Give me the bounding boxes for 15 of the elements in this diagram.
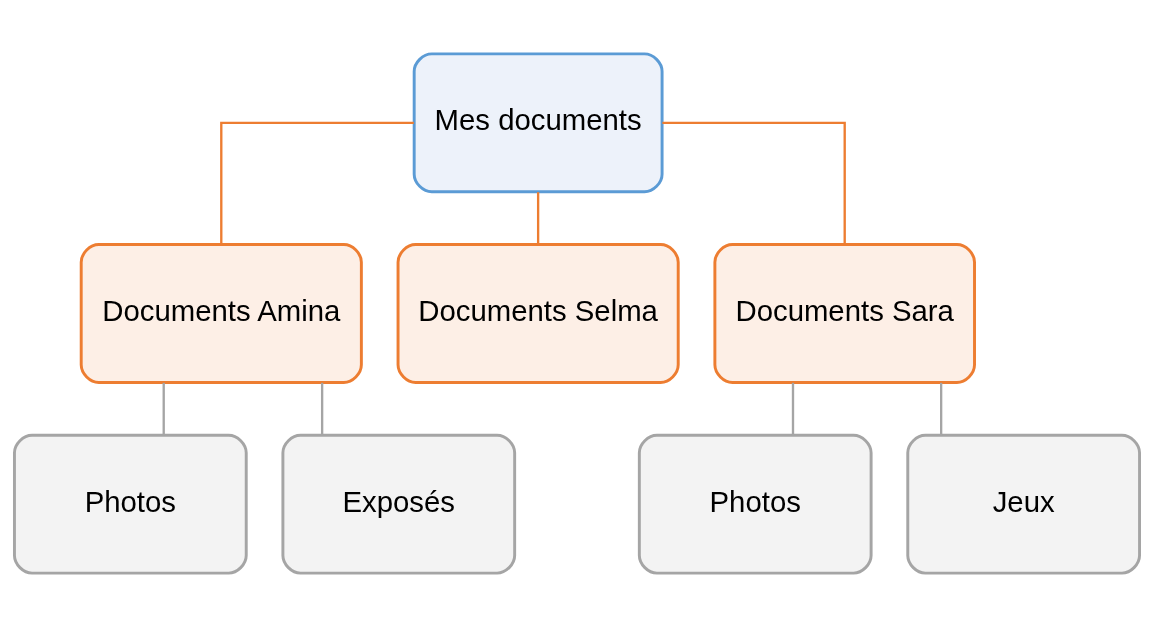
- node-box: Exposés: [281, 433, 517, 575]
- node-box: Jeux: [906, 433, 1141, 575]
- node-box: Photos: [13, 433, 248, 575]
- connector: [791, 382, 795, 436]
- connector: [220, 121, 414, 245]
- connector: [536, 192, 540, 245]
- node-box: Documents Sara: [713, 243, 976, 384]
- node-box: Documents Selma: [396, 243, 680, 384]
- connector: [939, 382, 943, 436]
- connector: [162, 382, 165, 436]
- node-box: Mes documents: [412, 52, 664, 194]
- node-box: Photos: [637, 433, 873, 575]
- connector: [662, 121, 846, 245]
- node-box: Documents Amina: [79, 243, 363, 384]
- connector: [320, 382, 324, 436]
